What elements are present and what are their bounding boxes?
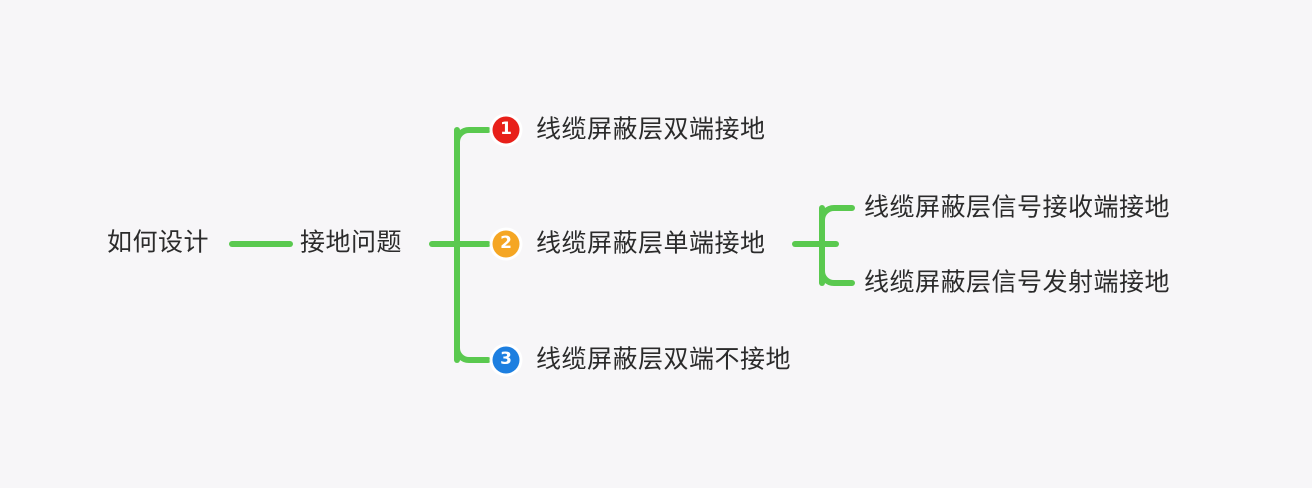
badge-number-2-glyph: 2	[500, 233, 512, 253]
node-level2-both-ends-grounded[interactable]: 线缆屏蔽层双端接地	[536, 115, 766, 144]
badge-number-3: 3	[492, 346, 520, 374]
node-root[interactable]: 如何设计	[107, 228, 210, 257]
bracket-arm-child-1	[454, 127, 491, 145]
badge-number-1-glyph: 1	[500, 119, 512, 139]
node-level1-grounding-issue[interactable]: 接地问题	[300, 228, 403, 257]
badge-number-2: 2	[492, 230, 520, 258]
badge-number-3-glyph: 3	[500, 349, 512, 369]
node-level2-single-end-grounded[interactable]: 线缆屏蔽层单端接地	[536, 229, 766, 258]
node-level2-both-ends-ungrounded[interactable]: 线缆屏蔽层双端不接地	[536, 345, 792, 374]
node-level3-receiver-end-grounded[interactable]: 线缆屏蔽层信号接收端接地	[864, 193, 1171, 222]
bracket-arm-child-3	[454, 345, 491, 363]
node-level3-transmitter-end-grounded[interactable]: 线缆屏蔽层信号发射端接地	[864, 268, 1171, 297]
bracket-arm-grandchild-1	[819, 205, 855, 223]
bracket-arm-grandchild-2	[819, 268, 855, 286]
badge-number-1: 1	[492, 116, 520, 144]
